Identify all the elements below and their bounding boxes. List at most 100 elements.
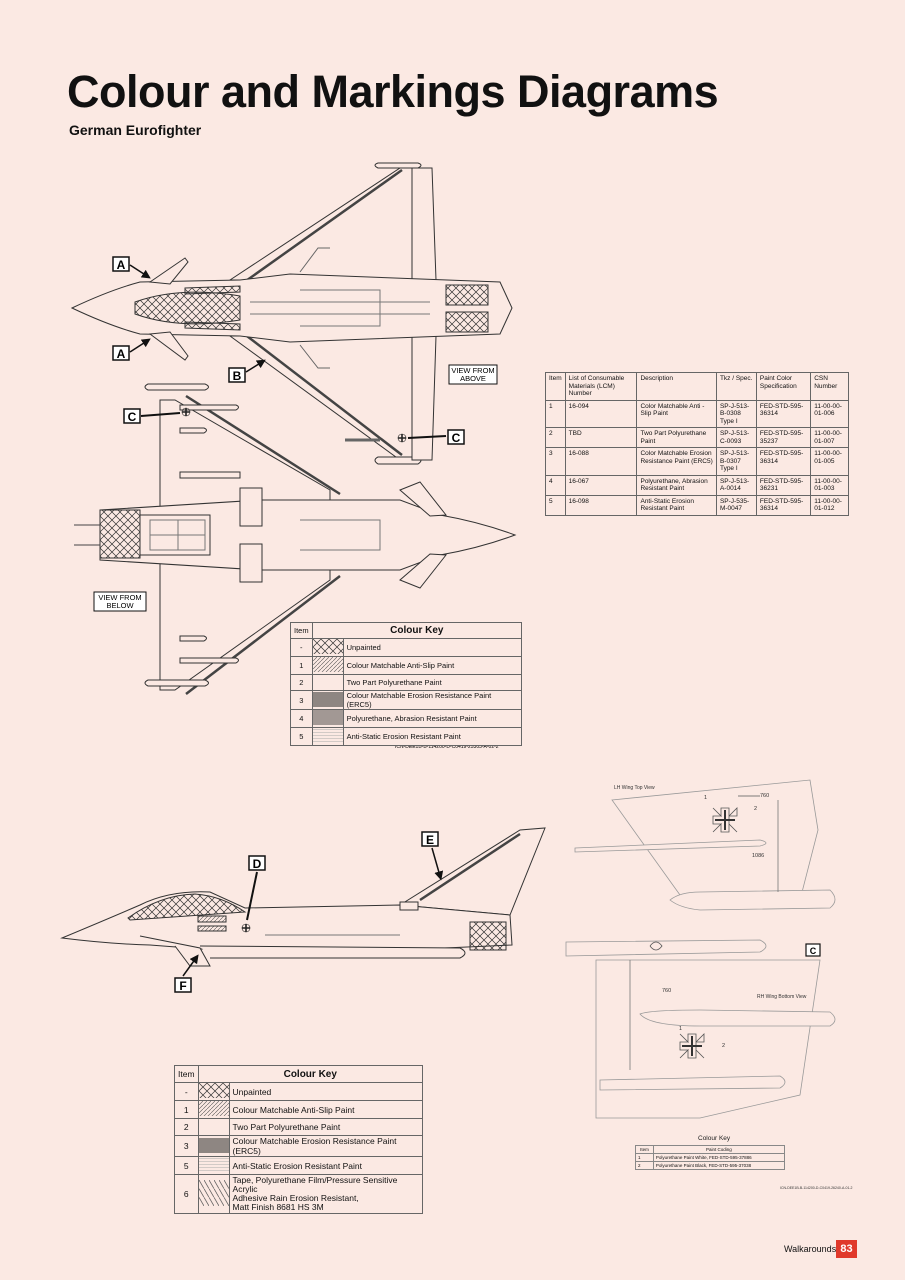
callout-f: F	[174, 954, 199, 993]
spec-cell: FED-STD-595-36314	[755, 399, 812, 428]
key-label: Colour Matchable Erosion Resistance Pain…	[228, 1135, 424, 1157]
key-label: Colour Matchable Anti-Slip Paint	[342, 656, 523, 675]
key-label-line: Tape, Polyurethane Film/Pressure Sensiti…	[232, 1175, 398, 1194]
svg-text:B: B	[233, 369, 242, 383]
spec-header-tkz: Tkz / Spec.	[715, 372, 757, 401]
spec-header-item: Item	[545, 372, 566, 401]
svg-text:C: C	[810, 946, 817, 956]
spec-header-lcm: List of Consumable Materials (LCM) Numbe…	[564, 372, 638, 401]
svg-text:A: A	[117, 347, 126, 361]
table-row: 4 Polyurethane, Abrasion Resistant Paint	[290, 709, 523, 728]
spec-cell: 11-00-00-01-007	[810, 427, 849, 448]
table-row: 5 16-098 Anti-Static Erosion Resistant P…	[545, 494, 849, 516]
spec-header-description: Description	[636, 372, 717, 401]
table-row: 3 16-088 Color Matchable Erosion Resista…	[545, 447, 849, 476]
table-row: 1 16-094 Color Matchable Anti - Slip Pai…	[545, 399, 849, 428]
svg-text:Colour Key: Colour Key	[698, 1135, 731, 1142]
key-item: 1	[174, 1100, 199, 1119]
svg-text:2: 2	[722, 1043, 725, 1049]
svg-text:ICN-DEE1B-B-114200-D-C0419-262: ICN-DEE1B-B-114200-D-C0419-26240-A-01-2	[780, 1186, 853, 1190]
key-label: Two Part Polyurethane Paint	[228, 1118, 424, 1136]
spec-cell: FED-STD-595-36314	[755, 447, 812, 476]
key-item: 2	[290, 674, 313, 691]
spec-cell: Anti-Static Erosion Resistant Paint	[636, 494, 717, 516]
callout-c-left: C	[123, 407, 191, 424]
paint-spec-table: Item List of Consumable Materials (LCM) …	[545, 372, 849, 516]
key-label: Polyurethane, Abrasion Resistant Paint	[342, 709, 523, 728]
spec-cell: 16-094	[564, 399, 638, 428]
spec-cell: TBD	[564, 427, 638, 448]
wing-key-cell: 1	[635, 1153, 654, 1162]
svg-text:760: 760	[662, 988, 671, 994]
swatch-vertical-dense	[311, 690, 344, 710]
wing-key-cell: Polyurethane Paint White, FED-STD-595-37…	[652, 1153, 786, 1162]
wing-key-cell: Polyurethane Paint Black, FED-STD-595-37…	[652, 1161, 786, 1170]
view-from-above-label: VIEW FROM ABOVE	[448, 364, 498, 385]
spec-cell: Polyurethane, Abrasion Resistant Paint	[636, 474, 717, 496]
svg-text:E: E	[426, 833, 434, 847]
table-row: 2 TBD Two Part Polyurethane Paint SP-J-5…	[545, 427, 849, 448]
spec-cell: SP-J-535-M-0047	[715, 494, 757, 516]
spec-cell: 5	[545, 494, 566, 516]
svg-text:ABOVE: ABOVE	[460, 374, 486, 383]
swatch-crosshatch	[311, 638, 344, 657]
key-label: Colour Matchable Erosion Resistance Pain…	[342, 690, 523, 710]
spec-cell: FED-STD-595-35237	[755, 427, 812, 448]
svg-text:VIEW FROM: VIEW FROM	[98, 593, 141, 602]
icn-code-plan: ICN-DEE1B-B-114200-D-C0419-25303-A-02-2	[395, 744, 499, 750]
swatch-diagonal	[311, 656, 344, 675]
spec-cell: 11-00-00-01-005	[810, 447, 849, 476]
spec-cell: Two Part Polyurethane Paint	[636, 427, 717, 448]
swatch-crosshatch	[197, 1082, 230, 1101]
spec-cell: 2	[545, 427, 566, 448]
swatch-vertical-dense	[197, 1135, 230, 1157]
svg-text:C: C	[128, 410, 137, 424]
table-row: -Unpainted	[174, 1082, 424, 1101]
page-title: Colour and Markings Diagrams	[67, 66, 719, 117]
swatch-horizontal-dense	[311, 709, 344, 728]
svg-text:A: A	[117, 258, 126, 272]
callout-a-top: A	[112, 256, 151, 279]
key-label: Anti-Static Erosion Resistant Paint	[342, 727, 523, 746]
view-from-below-label: VIEW FROM BELOW	[93, 591, 147, 612]
key-item: 6	[174, 1174, 199, 1214]
spec-cell: 3	[545, 447, 566, 476]
svg-text:760: 760	[760, 793, 769, 799]
key-label: Two Part Polyurethane Paint	[342, 674, 523, 691]
key-label: Unpainted	[342, 638, 523, 657]
callout-d: D	[241, 855, 266, 933]
svg-text:BELOW: BELOW	[106, 601, 134, 610]
key-item: 5	[174, 1156, 199, 1175]
table-row: 5 Anti-Static Erosion Resistant Paint	[290, 727, 523, 746]
colour-key-item-header: Item	[290, 622, 313, 639]
spec-cell: 11-00-00-01-003	[810, 474, 849, 496]
footer-section-label: Walkarounds	[784, 1244, 837, 1254]
wing-key-header-item: Item	[635, 1145, 654, 1154]
side-view-aircraft	[60, 827, 546, 967]
svg-text:1: 1	[679, 1026, 682, 1032]
table-row: -Unpainted	[290, 638, 523, 657]
spec-cell: FED-STD-595-36231	[755, 474, 812, 496]
colour-key-title: Colour Key	[311, 622, 523, 639]
page-number: 83	[836, 1240, 857, 1258]
key-item: 4	[290, 709, 313, 728]
key-label: Unpainted	[228, 1082, 424, 1101]
spec-cell: 11-00-00-01-012	[810, 494, 849, 516]
key-label: Anti-Static Erosion Resistant Paint	[228, 1156, 424, 1175]
spec-cell: 4	[545, 474, 566, 496]
bottom-view-aircraft	[74, 383, 517, 695]
key-item: 5	[290, 727, 313, 746]
svg-text:D: D	[253, 857, 262, 871]
spec-header-csn: CSN Number	[810, 372, 849, 401]
svg-text:F: F	[179, 979, 186, 993]
wing-detail: LH Wing Top View 760 1 2 1086 760 RH Win…	[565, 779, 853, 1190]
